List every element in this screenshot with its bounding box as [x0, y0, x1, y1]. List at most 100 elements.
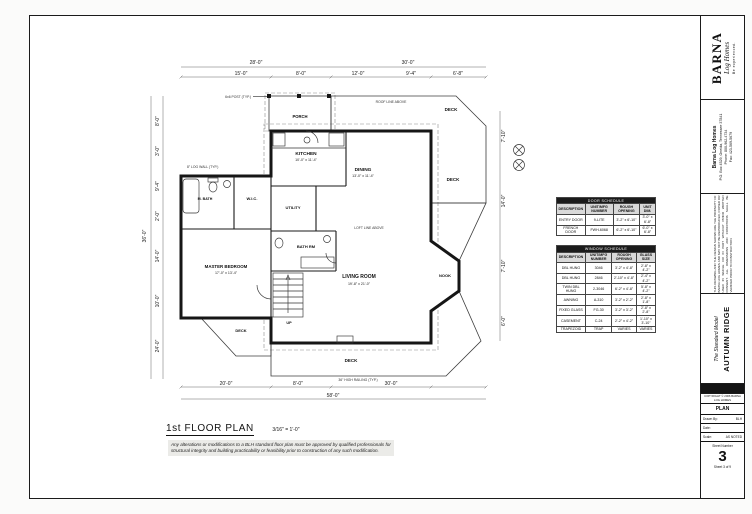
room-dim-living: 19'-8" x 21'-0": [348, 282, 371, 286]
room-label-utility: UTILITY: [285, 205, 300, 210]
schedule-cell: 2846: [584, 272, 613, 285]
schedule-cell: 2'-2" x 4'-2": [611, 315, 637, 327]
floor-plan-drawing: 28'-0" 30'-0" 15'-0" 8'-0" 12'-0" 9'-4" …: [142, 60, 525, 400]
schedule-cell: 2'-8" x 1'-8": [635, 294, 657, 306]
drawing-scale: 3/16" = 1'-0": [272, 427, 300, 433]
brand-name: BARNA: [708, 31, 724, 84]
marker-symbols: [513, 144, 525, 171]
field-label: Date:: [703, 426, 711, 431]
schedule-cell: TRAP: [584, 325, 613, 334]
field-drawn-by: Drawn By: BLH: [701, 415, 744, 425]
room-dim-kitchen: 10'-0" x 11'-4": [295, 158, 318, 162]
schedule-cell: 1'-10" x 3'-10": [635, 315, 657, 327]
schedule-cell: FWH-6068: [584, 224, 614, 237]
dimension-label: 7'-10": [501, 129, 507, 142]
dimension-label: 14'-0": [155, 249, 161, 262]
dimension-label: 20'-0": [220, 381, 233, 387]
dimension-label: 6'-0": [501, 316, 507, 326]
door-swings: [256, 130, 337, 300]
room-label-master-bath: M. BATH: [198, 197, 213, 201]
field-value: AS NOTED: [725, 435, 742, 440]
schedule-cell: 2-3046: [584, 283, 613, 295]
dimension-label: 12'-0": [352, 71, 365, 77]
room-label-deck-corner: DECK: [235, 328, 246, 333]
window-schedule-title: WINDOW SCHEDULE: [556, 245, 656, 253]
model-series: The Standard Model: [713, 315, 720, 362]
field-label: Scale:: [703, 435, 712, 440]
schedule-cell: FRENCH DOOR: [556, 224, 586, 237]
field-date: Date:: [701, 424, 744, 434]
company-fax: Fax: 423-569-5679: [728, 131, 733, 162]
schedule-cell: TRAPEZOID: [556, 325, 586, 334]
model-name: AUTUMN RIDGE: [721, 305, 731, 372]
company-name: Barna Log Homes: [711, 125, 718, 168]
company-address: P.O. Box 4529, Oneida, Tennessee 37841: [718, 113, 723, 180]
dimension-label: 9'-4": [406, 71, 416, 77]
schedule-cell: 3'-0" x 6'-8": [639, 213, 656, 226]
title-block-logo: BARNA Log Homes Be experienced.: [701, 16, 744, 100]
schedule-cell: VARIES: [611, 325, 637, 334]
room-dim-dining: 13'-0" x 11'-4": [352, 174, 375, 178]
window-schedule-header: GLASS SIZE: [635, 251, 657, 264]
title-block: BARNA Log Homes Be experienced. Barna Lo…: [700, 16, 744, 498]
room-labels: PORCH KITCHEN 10'-0" x 11'-4" DINING 13'…: [198, 107, 460, 363]
schedule-cell: FIXED GLASS: [556, 304, 586, 317]
annotation-log-wall: 8" LOG WALL (TYP.): [187, 165, 218, 169]
room-label-kitchen: KITCHEN: [295, 151, 317, 157]
schedule-cell: TWIN DBL HUNG: [556, 283, 586, 295]
schedule-cell: 2'-8" x 2'-8": [635, 304, 657, 317]
dimension-label: 9'-4": [155, 181, 161, 191]
schedule-cell: 5'-8" x 4'-2": [635, 283, 657, 295]
schedule-cell: VARIES: [635, 325, 657, 334]
dimension-label: 14'-0": [501, 194, 507, 207]
annotation-posts: 6x6 POST (TYP.): [225, 95, 251, 99]
dimension-label: 24'-0": [155, 339, 161, 352]
brand-subtitle: Log Homes: [722, 41, 731, 74]
field-value: BLH: [735, 417, 742, 422]
room-label-deck-right: DECK: [447, 177, 461, 182]
dimension-label: 8'-0": [155, 116, 161, 126]
dimension-labels: 28'-0" 30'-0" 15'-0" 8'-0" 12'-0" 9'-4" …: [142, 60, 507, 399]
annotation-labels: 6x6 POST (TYP.) ROOF LINE ABOVE LOFT LIN…: [187, 95, 407, 382]
drawing-sheet: 28'-0" 30'-0" 15'-0" 8'-0" 12'-0" 9'-4" …: [29, 15, 745, 499]
dimension-label: 3'-0": [155, 146, 161, 156]
schedule-cell: C-24: [584, 315, 613, 327]
schedule-cell: 3046: [584, 262, 613, 274]
door-schedule-header: DESCRIPTION: [556, 203, 586, 215]
schedules: DOOR SCHEDULE DESCRIPTION UNIT/MFG NUMBE…: [556, 196, 657, 342]
sheet-number: 3: [718, 447, 727, 465]
brand-tagline: Be experienced.: [731, 41, 736, 74]
dimension-label: 7'-10": [501, 259, 507, 272]
room-label-master-bedroom: MASTER BEDROOM: [205, 264, 248, 269]
annotation-railing: 36" HIGH RAILING (TYP.): [338, 378, 377, 382]
dimension-label: 8'-0": [293, 381, 303, 387]
schedule-cell: 6'-0" x 6'-8": [639, 224, 656, 237]
schedule-cell: 2'-10" x 4'-8": [611, 272, 637, 285]
door-schedule-header: UNIT/MFG NUMBER: [584, 203, 614, 215]
window-schedule-header: UNIT/MFG NUMBER: [584, 251, 613, 264]
dimension-label: 30'-0": [385, 381, 398, 387]
schedule-cell: 6'-2" x 4'-8": [611, 283, 637, 295]
dimension-label: 10'-0": [155, 294, 161, 307]
disclaimer-note: Any alterations or modifications to a BL…: [168, 440, 394, 456]
dimension-label: 2'-0": [155, 211, 161, 221]
schedule-cell: ENTRY DOOR: [556, 213, 586, 226]
schedule-cell: 9-LITE: [584, 213, 614, 226]
schedule-cell: A-310: [584, 294, 613, 306]
title-block-address: Barna Log Homes P.O. Box 4529, Oneida, T…: [701, 100, 744, 194]
schedule-cell: AWNING: [556, 294, 586, 306]
house-walls: [179, 129, 461, 345]
field-label: Drawn By:: [703, 417, 718, 422]
schedule-cell: 2'-8" x 4'-2": [635, 262, 657, 274]
window-schedule: WINDOW SCHEDULE DESCRIPTION UNIT/MFG NUM…: [556, 245, 657, 334]
field-scale: Scale: AS NOTED: [701, 433, 744, 443]
schedule-cell: 3'-2" x 2'-2": [611, 294, 637, 306]
door-schedule-title: DOOR SCHEDULE: [556, 196, 656, 205]
room-dim-master-bedroom: 17'-0" x 13'-4": [215, 271, 238, 275]
dimension-label: 30'-0": [402, 60, 415, 66]
sheet-of-label: Sheet 3 of 9: [713, 465, 732, 470]
